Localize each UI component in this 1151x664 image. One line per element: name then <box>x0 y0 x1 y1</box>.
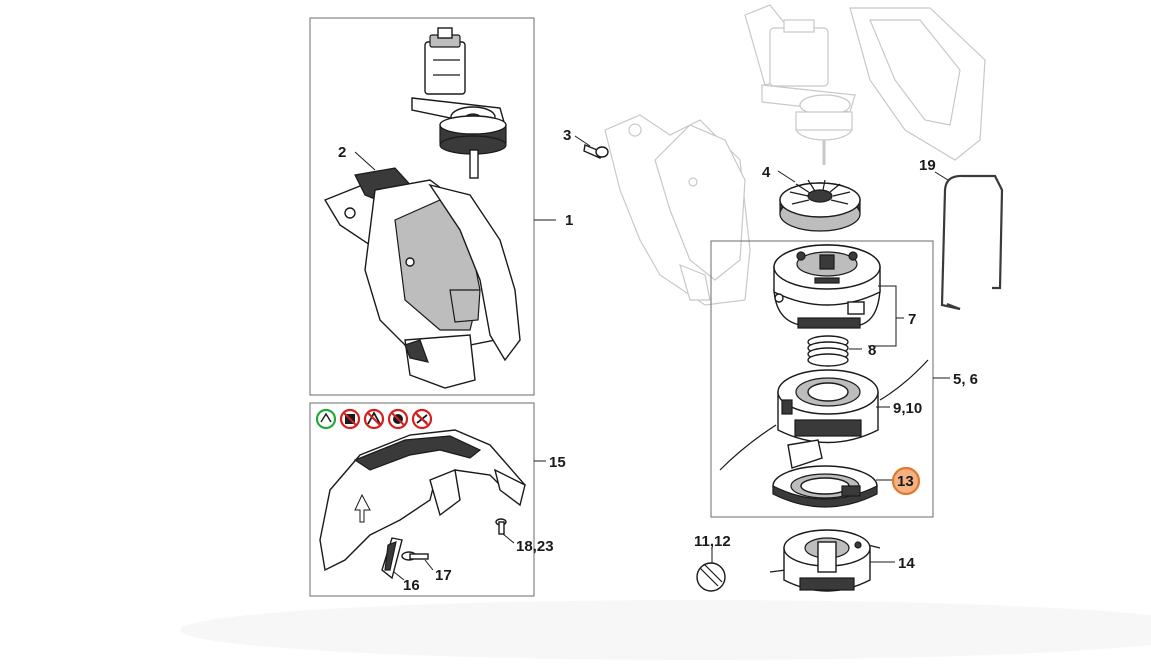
label-part-9-10[interactable]: 9,10 <box>893 400 922 417</box>
screw-18-23 <box>495 518 507 535</box>
label-part-11-12[interactable]: 11,12 <box>694 533 731 550</box>
highlight-marker-13[interactable] <box>891 466 921 496</box>
part-1-box <box>309 17 535 396</box>
label-part-1[interactable]: 1 <box>565 212 573 229</box>
motor-assembly <box>411 27 507 179</box>
label-part-3[interactable]: 3 <box>563 127 571 144</box>
part-labels: 1 2 3 4 7 8 5, 6 9,10 11,12 13 14 15 16 … <box>338 127 978 594</box>
label-part-16[interactable]: 16 <box>403 577 420 594</box>
allowed-safety-icon <box>315 408 337 430</box>
floor-shadow <box>180 600 1151 660</box>
label-part-19[interactable]: 19 <box>919 157 936 174</box>
prohibited-safety-icon-1 <box>339 408 361 430</box>
spool-group-box <box>710 240 934 518</box>
prohibited-safety-icon-3 <box>387 408 409 430</box>
complete-spool-14 <box>769 529 881 592</box>
label-part-2[interactable]: 2 <box>338 144 346 161</box>
spool-housing-7 <box>773 244 881 329</box>
guard <box>319 429 526 572</box>
label-part-4[interactable]: 4 <box>762 164 771 181</box>
label-part-14[interactable]: 14 <box>898 555 915 572</box>
safety-icons-row <box>315 408 433 430</box>
ghost-housing <box>604 114 751 306</box>
part-15-box <box>309 402 535 597</box>
spool-9-10 <box>719 359 929 471</box>
label-part-15[interactable]: 15 <box>549 454 566 471</box>
wire-handle-19 <box>940 174 1004 311</box>
leader-lines <box>354 135 950 581</box>
screw-17 <box>401 551 429 561</box>
ghost-assembly <box>744 4 986 165</box>
label-part-13[interactable]: 13 <box>897 473 914 490</box>
prohibited-safety-icon-4 <box>411 408 433 430</box>
screw-3 <box>583 144 609 159</box>
trimmer-line-11-12 <box>696 562 726 592</box>
spool-cover-13 <box>772 439 878 508</box>
label-part-8[interactable]: 8 <box>868 342 876 359</box>
spring-8 <box>807 335 849 367</box>
label-part-7[interactable]: 7 <box>908 311 916 328</box>
line-cutter-blade <box>381 537 403 580</box>
label-part-18-23[interactable]: 18,23 <box>516 538 554 555</box>
housing-assembly <box>323 167 521 389</box>
label-part-17[interactable]: 17 <box>435 567 452 584</box>
prohibited-safety-icon-2 <box>363 408 385 430</box>
label-part-5-6[interactable]: 5, 6 <box>953 371 978 388</box>
spool-cap-4 <box>779 179 861 232</box>
